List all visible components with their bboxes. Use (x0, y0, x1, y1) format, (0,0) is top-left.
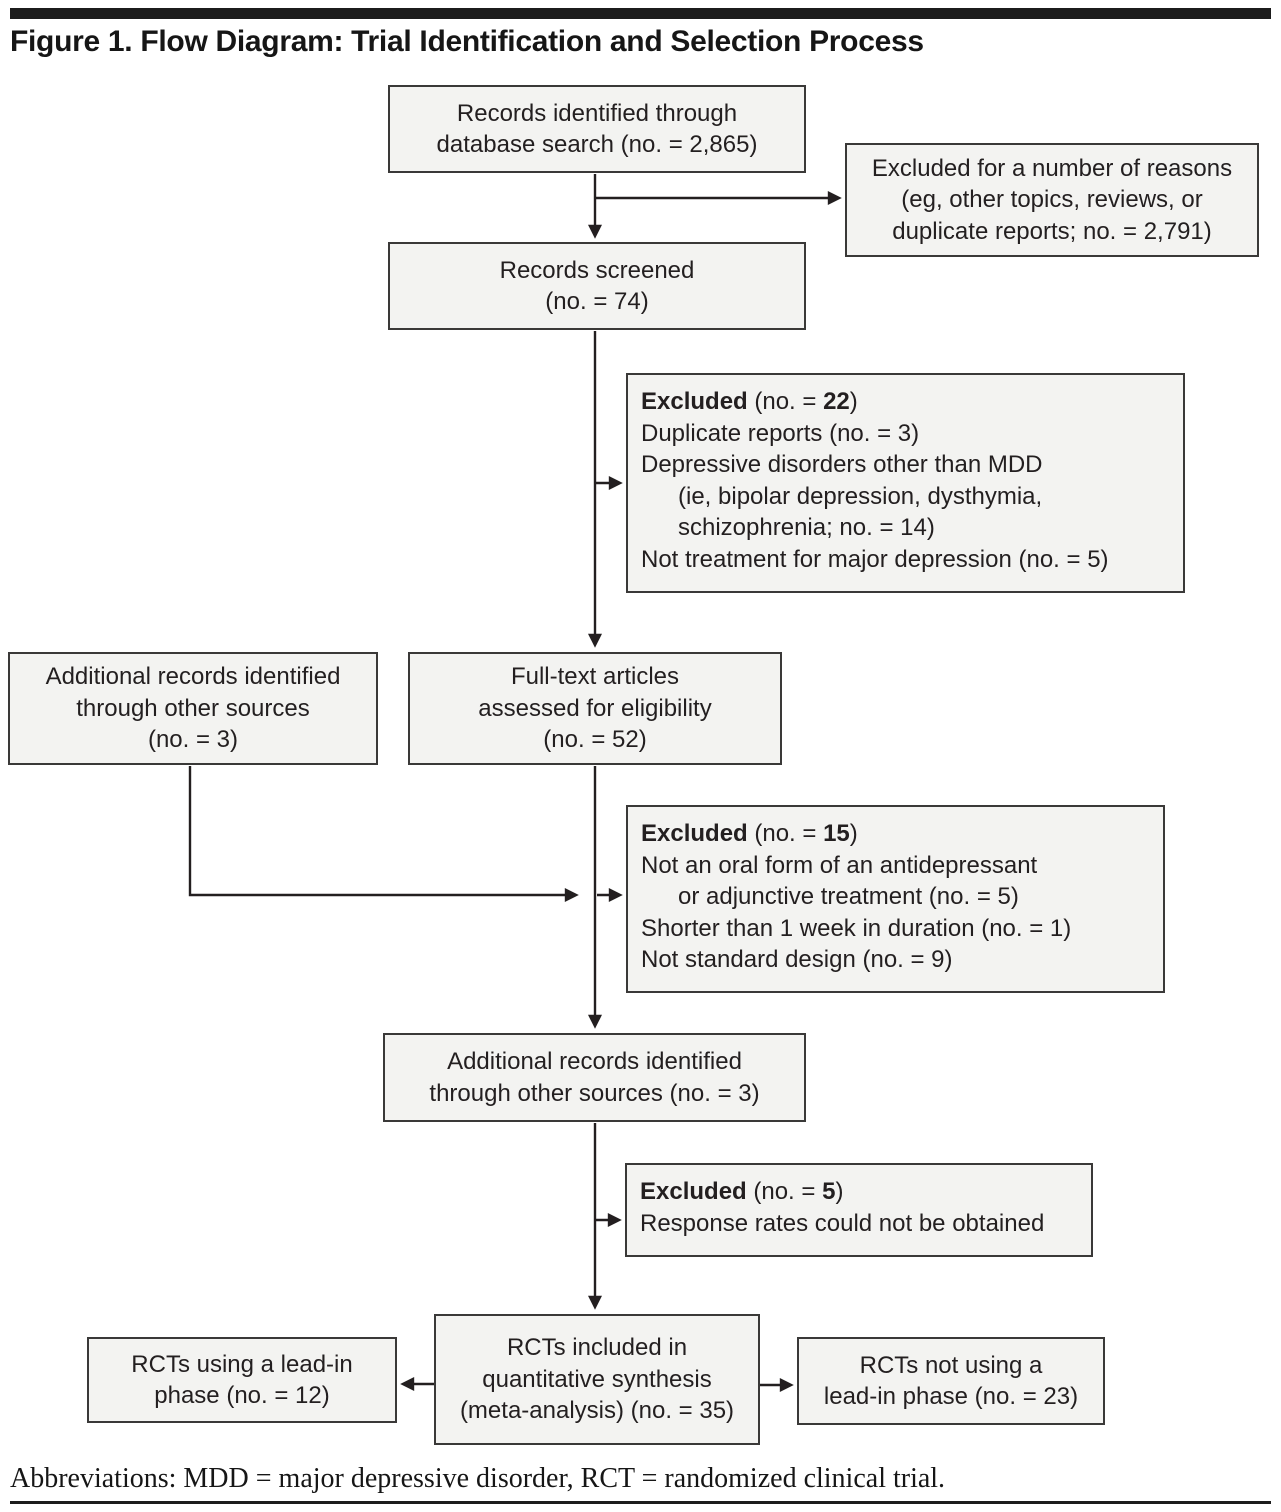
box-text-line: Response rates could not be obtained (640, 1209, 1045, 1237)
box-text-line: through other sources (no. = 3) (429, 1079, 760, 1107)
box-text-line: RCTs included in (506, 1334, 688, 1362)
box-text-line: (meta-analysis) (no. = 35) (459, 1397, 735, 1425)
box-excluded-eligibility: Excluded (no. = 15) Not an oral form of … (626, 805, 1165, 993)
box-records-screened: Records screened (no. = 74) (388, 242, 806, 330)
box-text-line: quantitative synthesis (482, 1365, 712, 1393)
box-heading-line: Excluded (no. = 15) (641, 820, 858, 847)
top-rule (10, 8, 1271, 19)
box-text-line: schizophrenia; no. = 14) (678, 514, 935, 541)
box-text-line: Additional records identified (45, 663, 341, 691)
box-text-line: Duplicate reports (no. = 3) (641, 419, 920, 447)
box-text-line: or adjunctive treatment (no. = 5) (678, 883, 1019, 910)
box-additional-sources-mid: Additional records identified through ot… (383, 1033, 806, 1122)
box-rcts-leadin: RCTs using a lead-in phase (no. = 12) (87, 1337, 397, 1423)
box-text-line: (no. = 52) (543, 726, 647, 754)
box-rcts-included: RCTs included in quantitative synthesis … (434, 1314, 760, 1445)
abbreviations-note: Abbreviations: MDD = major depressive di… (10, 1463, 946, 1494)
box-text-line: Records screened (499, 256, 695, 284)
box-records-identified: Records identified through database sear… (388, 85, 806, 173)
box-text-line: Excluded for a number of reasons (871, 154, 1233, 182)
box-fulltext-assessed: Full-text articles assessed for eligibil… (408, 652, 782, 765)
box-text-line: duplicate reports; no. = 2,791) (892, 217, 1212, 245)
box-text-line: Records identified through (456, 99, 738, 127)
box-text-line: database search (no. = 2,865) (436, 131, 758, 158)
box-text-line: Depressive disorders other than MDD (641, 451, 1043, 478)
box-text-line: RCTs not using a (859, 1351, 1043, 1379)
box-text-line: Shorter than 1 week in duration (no. = 1… (641, 914, 1072, 942)
box-excluded-screening: Excluded (no. = 22) Duplicate reports (n… (626, 373, 1185, 593)
box-text-line: Additional records identified (447, 1048, 742, 1075)
box-text-line: (eg, other topics, reviews, or (901, 186, 1203, 214)
arrow-othersources-merge (188, 766, 579, 902)
box-text-line: through other sources (76, 694, 310, 722)
box-text-line: Not standard design (no. = 9) (641, 946, 953, 973)
box-text-line: (no. = 3) (147, 726, 239, 754)
box-additional-sources-left: Additional records identified through ot… (8, 652, 378, 765)
box-text-line: assessed for eligibility (478, 694, 712, 722)
box-text-line: Not treatment for major depression (no. … (641, 545, 1109, 573)
figure-title: Figure 1. Flow Diagram: Trial Identifica… (10, 25, 924, 58)
box-text-line: Not an oral form of an antidepressant (641, 851, 1038, 879)
box-excluded-reasons: Excluded for a number of reasons (eg, ot… (845, 143, 1259, 257)
box-heading-line: Excluded (no. = 5) (640, 1178, 844, 1205)
box-text-line: phase (no. = 12) (154, 1382, 330, 1409)
box-excluded-response: Excluded (no. = 5) Response rates could … (625, 1163, 1093, 1257)
box-text-line: Full-text articles (510, 663, 680, 691)
box-text-line: lead-in phase (no. = 23) (823, 1383, 1079, 1410)
box-rcts-no-leadin: RCTs not using a lead-in phase (no. = 23… (797, 1337, 1105, 1425)
box-text-line: (no. = 74) (545, 288, 649, 315)
box-heading-line: Excluded (no. = 22) (641, 388, 858, 415)
box-text-line: (ie, bipolar depression, dysthymia, (678, 482, 1043, 510)
box-text-line: RCTs using a lead-in (131, 1350, 353, 1378)
bottom-rule (10, 1501, 1271, 1504)
